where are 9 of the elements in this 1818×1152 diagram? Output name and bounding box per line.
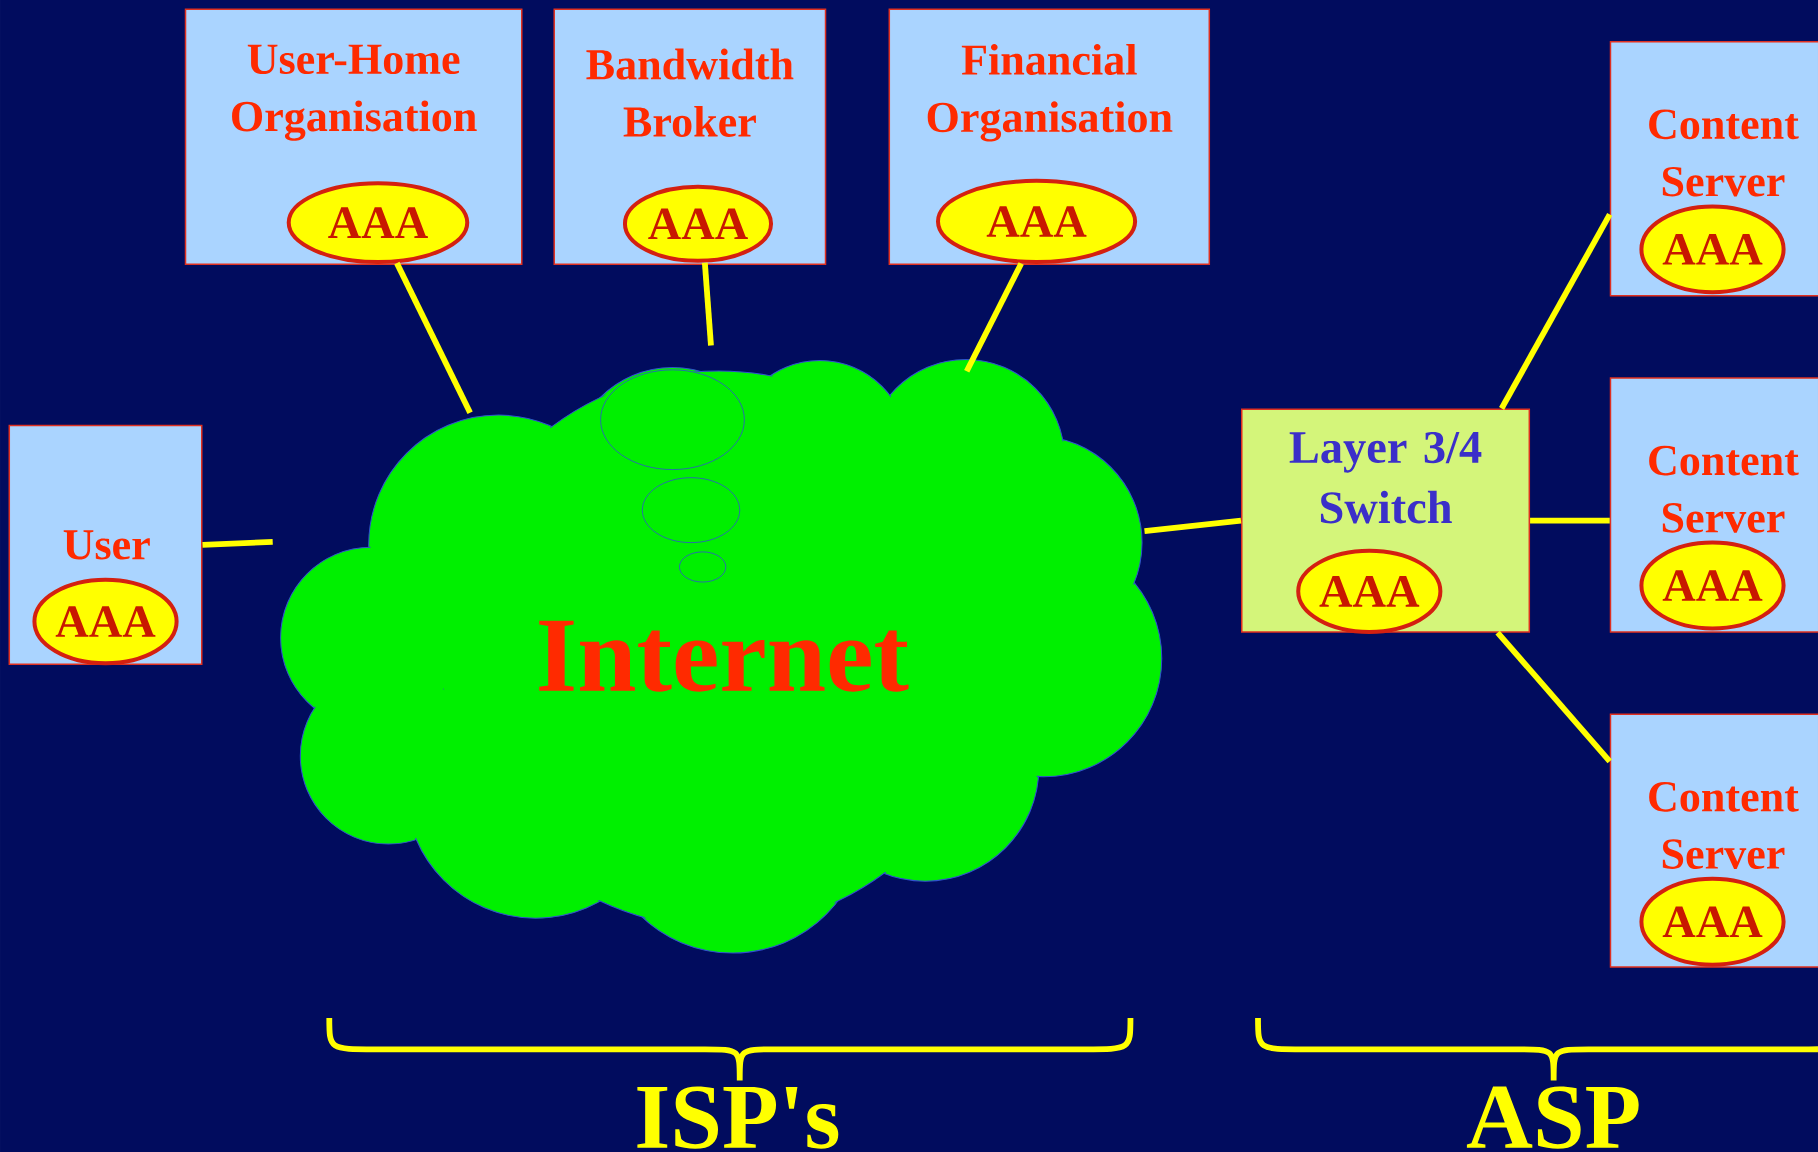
brace-label: ASP: [1466, 1086, 1639, 1149]
connector-line: [1144, 517, 1242, 534]
connector-line: [1495, 630, 1612, 763]
connector-line: [1499, 212, 1613, 410]
connector-line: [202, 538, 273, 548]
connector-line: [394, 261, 473, 414]
connector-line: [701, 262, 714, 346]
brace-label: ISP's: [637, 1086, 839, 1149]
connector-line: [1530, 517, 1610, 524]
